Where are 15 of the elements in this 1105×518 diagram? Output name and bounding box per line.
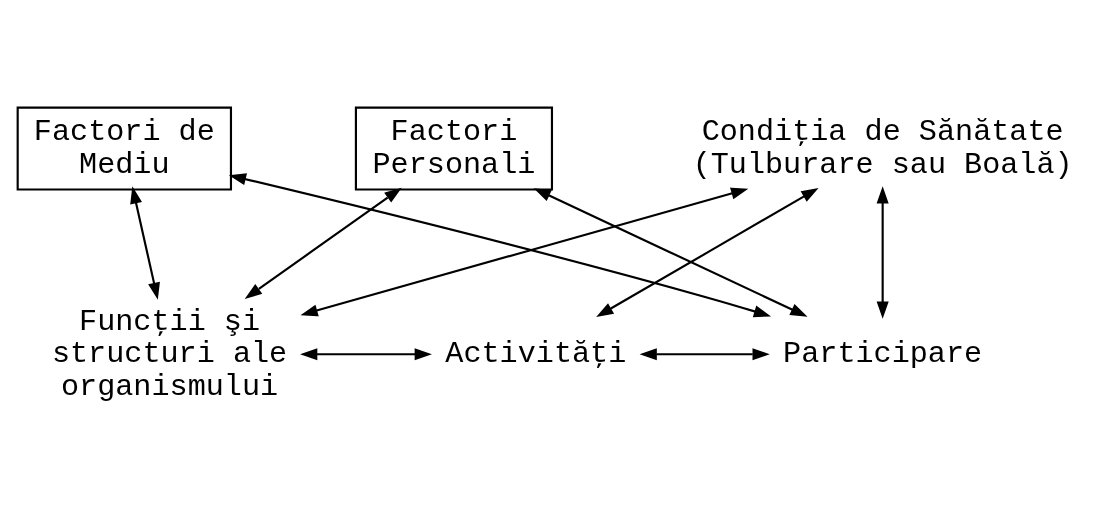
arrow <box>876 185 889 319</box>
node-text: Participare <box>783 336 983 371</box>
arrow <box>244 187 402 299</box>
node-text: Activităţi <box>445 336 627 371</box>
arrow <box>130 185 160 300</box>
arrow <box>596 187 819 317</box>
node-box: Factori de Mediu <box>16 106 233 191</box>
node-text: Condiţia de Sănătate (Tulburare sau Boală) <box>692 114 1073 182</box>
arrow <box>300 187 749 316</box>
arrow <box>300 347 432 360</box>
node-box: Factori Personali <box>354 106 554 191</box>
arrow <box>533 187 808 317</box>
arrow <box>639 347 770 360</box>
node-text: Funcţii şi structuri ale organismului <box>51 304 288 404</box>
arrow <box>228 172 772 317</box>
